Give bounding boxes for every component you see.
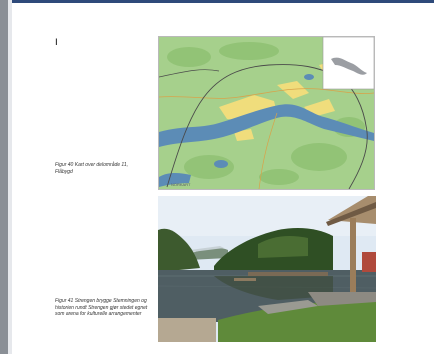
page-marker: I xyxy=(55,38,58,48)
harbor-photo xyxy=(158,196,376,342)
map-credit: NORKART xyxy=(171,182,191,187)
figure-40-caption: Figur 40 Kart over delområde 11, Flåbygd xyxy=(55,162,129,175)
figure-40-map: NORKART xyxy=(158,36,375,190)
left-margin-shade xyxy=(8,0,12,354)
figure-41-caption: Figur 41 Strengen brygge Stemningen og h… xyxy=(55,298,148,318)
figure-41-photo xyxy=(158,196,376,342)
left-margin-rule xyxy=(0,0,8,354)
topographic-map xyxy=(159,37,374,189)
top-accent-bar xyxy=(0,0,434,3)
